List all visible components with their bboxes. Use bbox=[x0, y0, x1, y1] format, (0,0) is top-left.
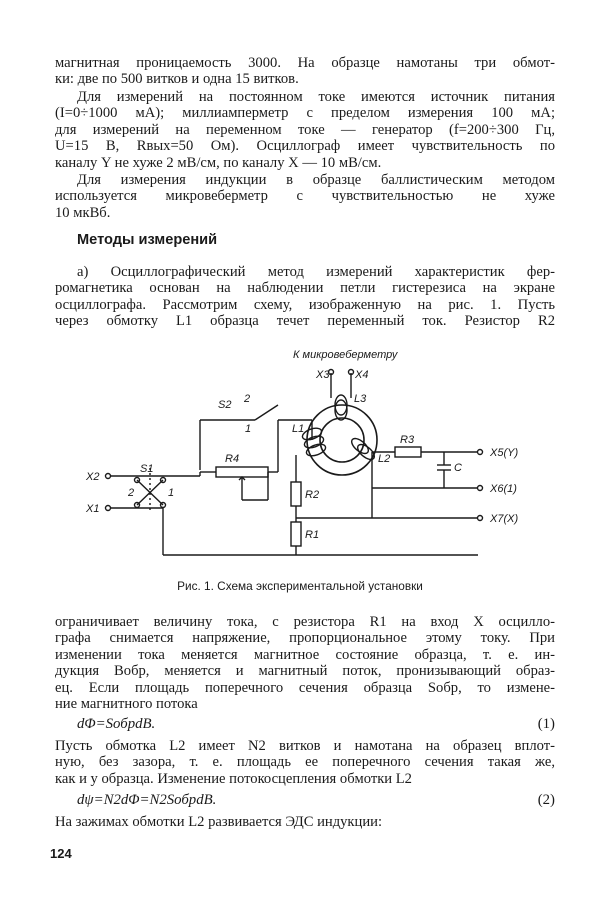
text-line: Пусть обмотка L2 имеет N2 витков и намот… bbox=[55, 738, 555, 754]
label-x6: X6(1) bbox=[489, 483, 517, 495]
text-line: ограничивает величину тока, с резистора … bbox=[55, 614, 555, 630]
label-to-microwebermeter: К микровеберметру bbox=[293, 349, 399, 361]
equation-text: dΦ=SобрdB. bbox=[77, 716, 156, 732]
text-line: ромагнетика основан на наблюдении петли … bbox=[55, 280, 555, 297]
text-line: дукция Bобр, меняется и магнитный поток,… bbox=[55, 663, 555, 680]
figure-caption: Рис. 1. Схема экспериментальной установк… bbox=[177, 579, 423, 593]
equation-1: dΦ=SобрdB. (1) bbox=[77, 716, 555, 733]
label-x4: X4 bbox=[354, 369, 368, 381]
paragraph-ballistic: Для измерения индукции в образце баллист… bbox=[55, 172, 555, 221]
text-line: ки: две по 500 витков и одна 15 витков. bbox=[55, 71, 299, 88]
text-line: 10 мкВб. bbox=[55, 204, 111, 221]
paragraph-windings: магнитная проницаемость 3000. На образце… bbox=[55, 55, 555, 88]
text-line: используется микровеберметр с чувствител… bbox=[55, 188, 555, 205]
paragraph-current-limiting: ограничивает величину тока, с резистора … bbox=[55, 614, 555, 712]
equation-number: (2) bbox=[537, 792, 555, 808]
label-s2-pos1: 1 bbox=[245, 423, 251, 435]
text-line: каналу Y не хуже 2 мВ/см, по каналу X — … bbox=[55, 154, 382, 171]
paragraph-equipment: Для измерений на постоянном токе имеются… bbox=[55, 89, 555, 171]
label-x3: X3 bbox=[315, 369, 330, 381]
label-s2-pos2: 2 bbox=[243, 393, 250, 405]
text-line: осциллографа. Рассмотрим схему, изображе… bbox=[55, 296, 555, 313]
text-line: Для измерения индукции в образце баллист… bbox=[77, 172, 555, 188]
text-line: как и у образца. Изменение потокосцеплен… bbox=[55, 770, 412, 787]
text-line: U=15 В, Rвых=50 Ом). Осциллограф имеет ч… bbox=[55, 138, 555, 155]
text-line: изменении тока меняется магнитное состоя… bbox=[55, 646, 555, 663]
text-line: а) Осциллографический метод измерений ха… bbox=[77, 264, 555, 280]
text-line: На зажимах обмотки L2 развивается ЭДС ин… bbox=[55, 814, 383, 830]
paragraph-winding-l2: Пусть обмотка L2 имеет N2 витков и намот… bbox=[55, 738, 555, 787]
text-line: для измерений на переменном токе — генер… bbox=[55, 121, 555, 138]
label-s1-pos2: 2 bbox=[127, 487, 134, 499]
label-r4: R4 bbox=[225, 453, 239, 465]
label-l2: L2 bbox=[378, 453, 390, 465]
section-heading: Методы измерений bbox=[77, 232, 218, 248]
label-l3: L3 bbox=[354, 393, 367, 405]
label-r1: R1 bbox=[305, 529, 319, 541]
paragraph-oscillographic-method: а) Осциллографический метод измерений ха… bbox=[55, 264, 555, 330]
equation-text: dψ=N2dΦ=N2SобрdB. bbox=[77, 792, 217, 808]
label-c: C bbox=[454, 462, 462, 474]
text-line: (I=0÷1000 мА); миллиамперметр с пределом… bbox=[55, 105, 555, 122]
label-r2: R2 bbox=[305, 489, 319, 501]
text-line: через обмотку L1 образца течет переменны… bbox=[55, 313, 555, 330]
paragraph-emf: На зажимах обмотки L2 развивается ЭДС ин… bbox=[55, 814, 555, 830]
label-x2: X2 bbox=[85, 471, 99, 483]
label-x1: X1 bbox=[85, 503, 99, 515]
label-s1: S1 bbox=[140, 463, 153, 475]
text-line: ную, без зазора, т. е. площадь ее попере… bbox=[55, 754, 555, 771]
label-r3: R3 bbox=[400, 434, 415, 446]
label-l1: L1 bbox=[292, 423, 304, 435]
label-s1-pos1: 1 bbox=[168, 487, 174, 499]
text-line: магнитная проницаемость 3000. На образце… bbox=[55, 55, 555, 71]
text-line: графа снимается напряжение, пропорционал… bbox=[55, 630, 555, 647]
label-x7: X7(X) bbox=[489, 513, 518, 525]
text-line: ец. Если площадь поперечного сечения обр… bbox=[55, 679, 555, 696]
page-number: 124 bbox=[50, 846, 72, 861]
equation-number: (1) bbox=[537, 716, 555, 732]
equation-2: dψ=N2dΦ=N2SобрdB. (2) bbox=[77, 792, 555, 809]
label-x5: X5(Y) bbox=[489, 447, 518, 459]
text-line: Для измерений на постоянном токе имеются… bbox=[77, 89, 555, 105]
label-s2: S2 bbox=[218, 399, 231, 411]
text-line: ние магнитного потока bbox=[55, 696, 198, 713]
